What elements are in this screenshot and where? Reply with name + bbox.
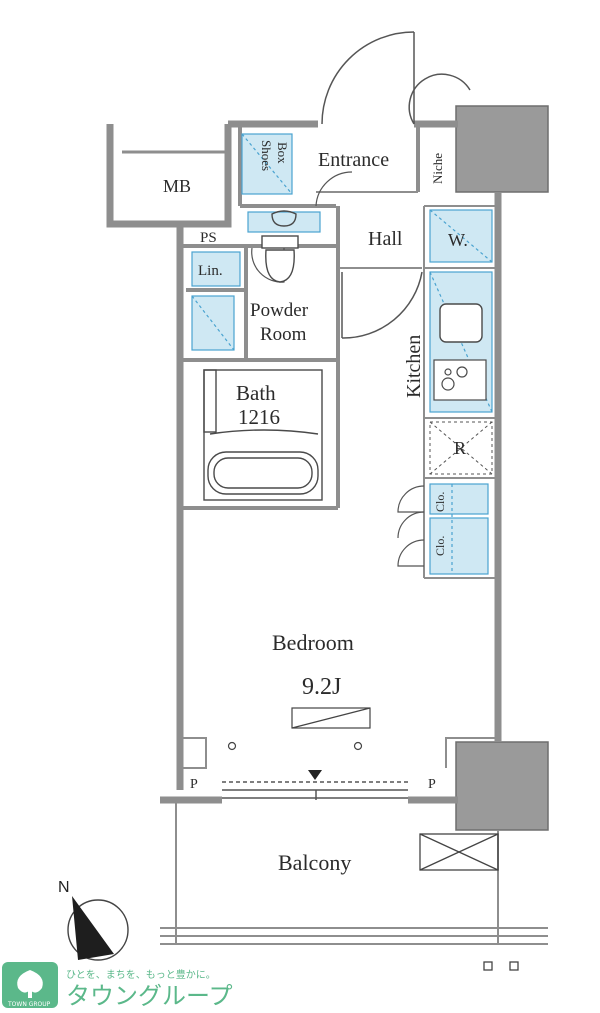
label-bath: Bath <box>236 381 276 405</box>
label-bath-size: 1216 <box>238 405 280 429</box>
label-balcony: Balcony <box>278 850 351 875</box>
label-niche: Niche <box>430 153 445 184</box>
label-closet-1: Clo. <box>433 492 447 512</box>
bedroom-window <box>222 781 408 800</box>
entrance-inner-door[interactable] <box>315 171 353 207</box>
kitchen-stove <box>433 359 487 401</box>
window-arrow-icon <box>308 770 322 780</box>
label-shoes-box-2: Box <box>275 142 290 164</box>
refrigerator-space <box>429 421 493 475</box>
label-pipe-left: P <box>190 777 198 792</box>
label-bedroom-size: 9.2J <box>302 674 341 700</box>
bathtub <box>203 369 323 501</box>
drain-icons <box>483 961 519 971</box>
balcony-structure <box>160 800 548 945</box>
column-bottom-right <box>455 741 549 831</box>
label-refrigerator: R <box>454 438 466 458</box>
label-bedroom: Bedroom <box>272 630 354 655</box>
compass-needle-icon <box>72 896 114 960</box>
label-shoes-box-1: Shoes <box>259 140 274 171</box>
label-ps: PS <box>200 230 217 246</box>
label-powder-room-1: Powder <box>250 300 309 321</box>
outdoor-unit <box>419 833 499 871</box>
entrance-door[interactable] <box>321 31 471 125</box>
kitchen-sink <box>439 303 483 343</box>
brand-logo: TOWN GROUP ひとを、まちを、もっと豊かに。 タウングループ <box>2 962 233 1010</box>
closet-lower <box>429 517 489 575</box>
closet-doors[interactable] <box>397 485 425 567</box>
brand-sub: TOWN GROUP <box>7 1001 51 1008</box>
hall-door[interactable] <box>341 271 423 339</box>
compass: N <box>58 879 129 961</box>
outlet-right <box>353 741 363 751</box>
label-washer: W. <box>448 230 468 250</box>
powder-cabinet <box>191 295 235 351</box>
bedroom-marker <box>291 707 371 729</box>
label-powder-room-2: Room <box>260 324 307 345</box>
outlet-left <box>227 741 237 751</box>
closet-upper <box>429 483 489 515</box>
label-pipe-right: P <box>428 777 436 792</box>
linen-cabinet <box>191 251 241 287</box>
label-linen: Lin. <box>198 263 223 279</box>
toilet <box>261 210 299 283</box>
label-entrance: Entrance <box>318 149 389 171</box>
interior-walls <box>180 124 498 769</box>
label-hall: Hall <box>368 228 403 250</box>
compass-north: N <box>58 879 70 896</box>
brand-company: タウングループ <box>66 982 233 1010</box>
column-top-right <box>455 105 549 193</box>
label-closet-2: Clo. <box>433 536 447 556</box>
vanity <box>247 211 321 233</box>
label-kitchen: Kitchen <box>403 335 425 398</box>
brand-tagline: ひとを、まちを、もっと豊かに。 <box>66 968 216 981</box>
label-mb: MB <box>163 176 191 196</box>
